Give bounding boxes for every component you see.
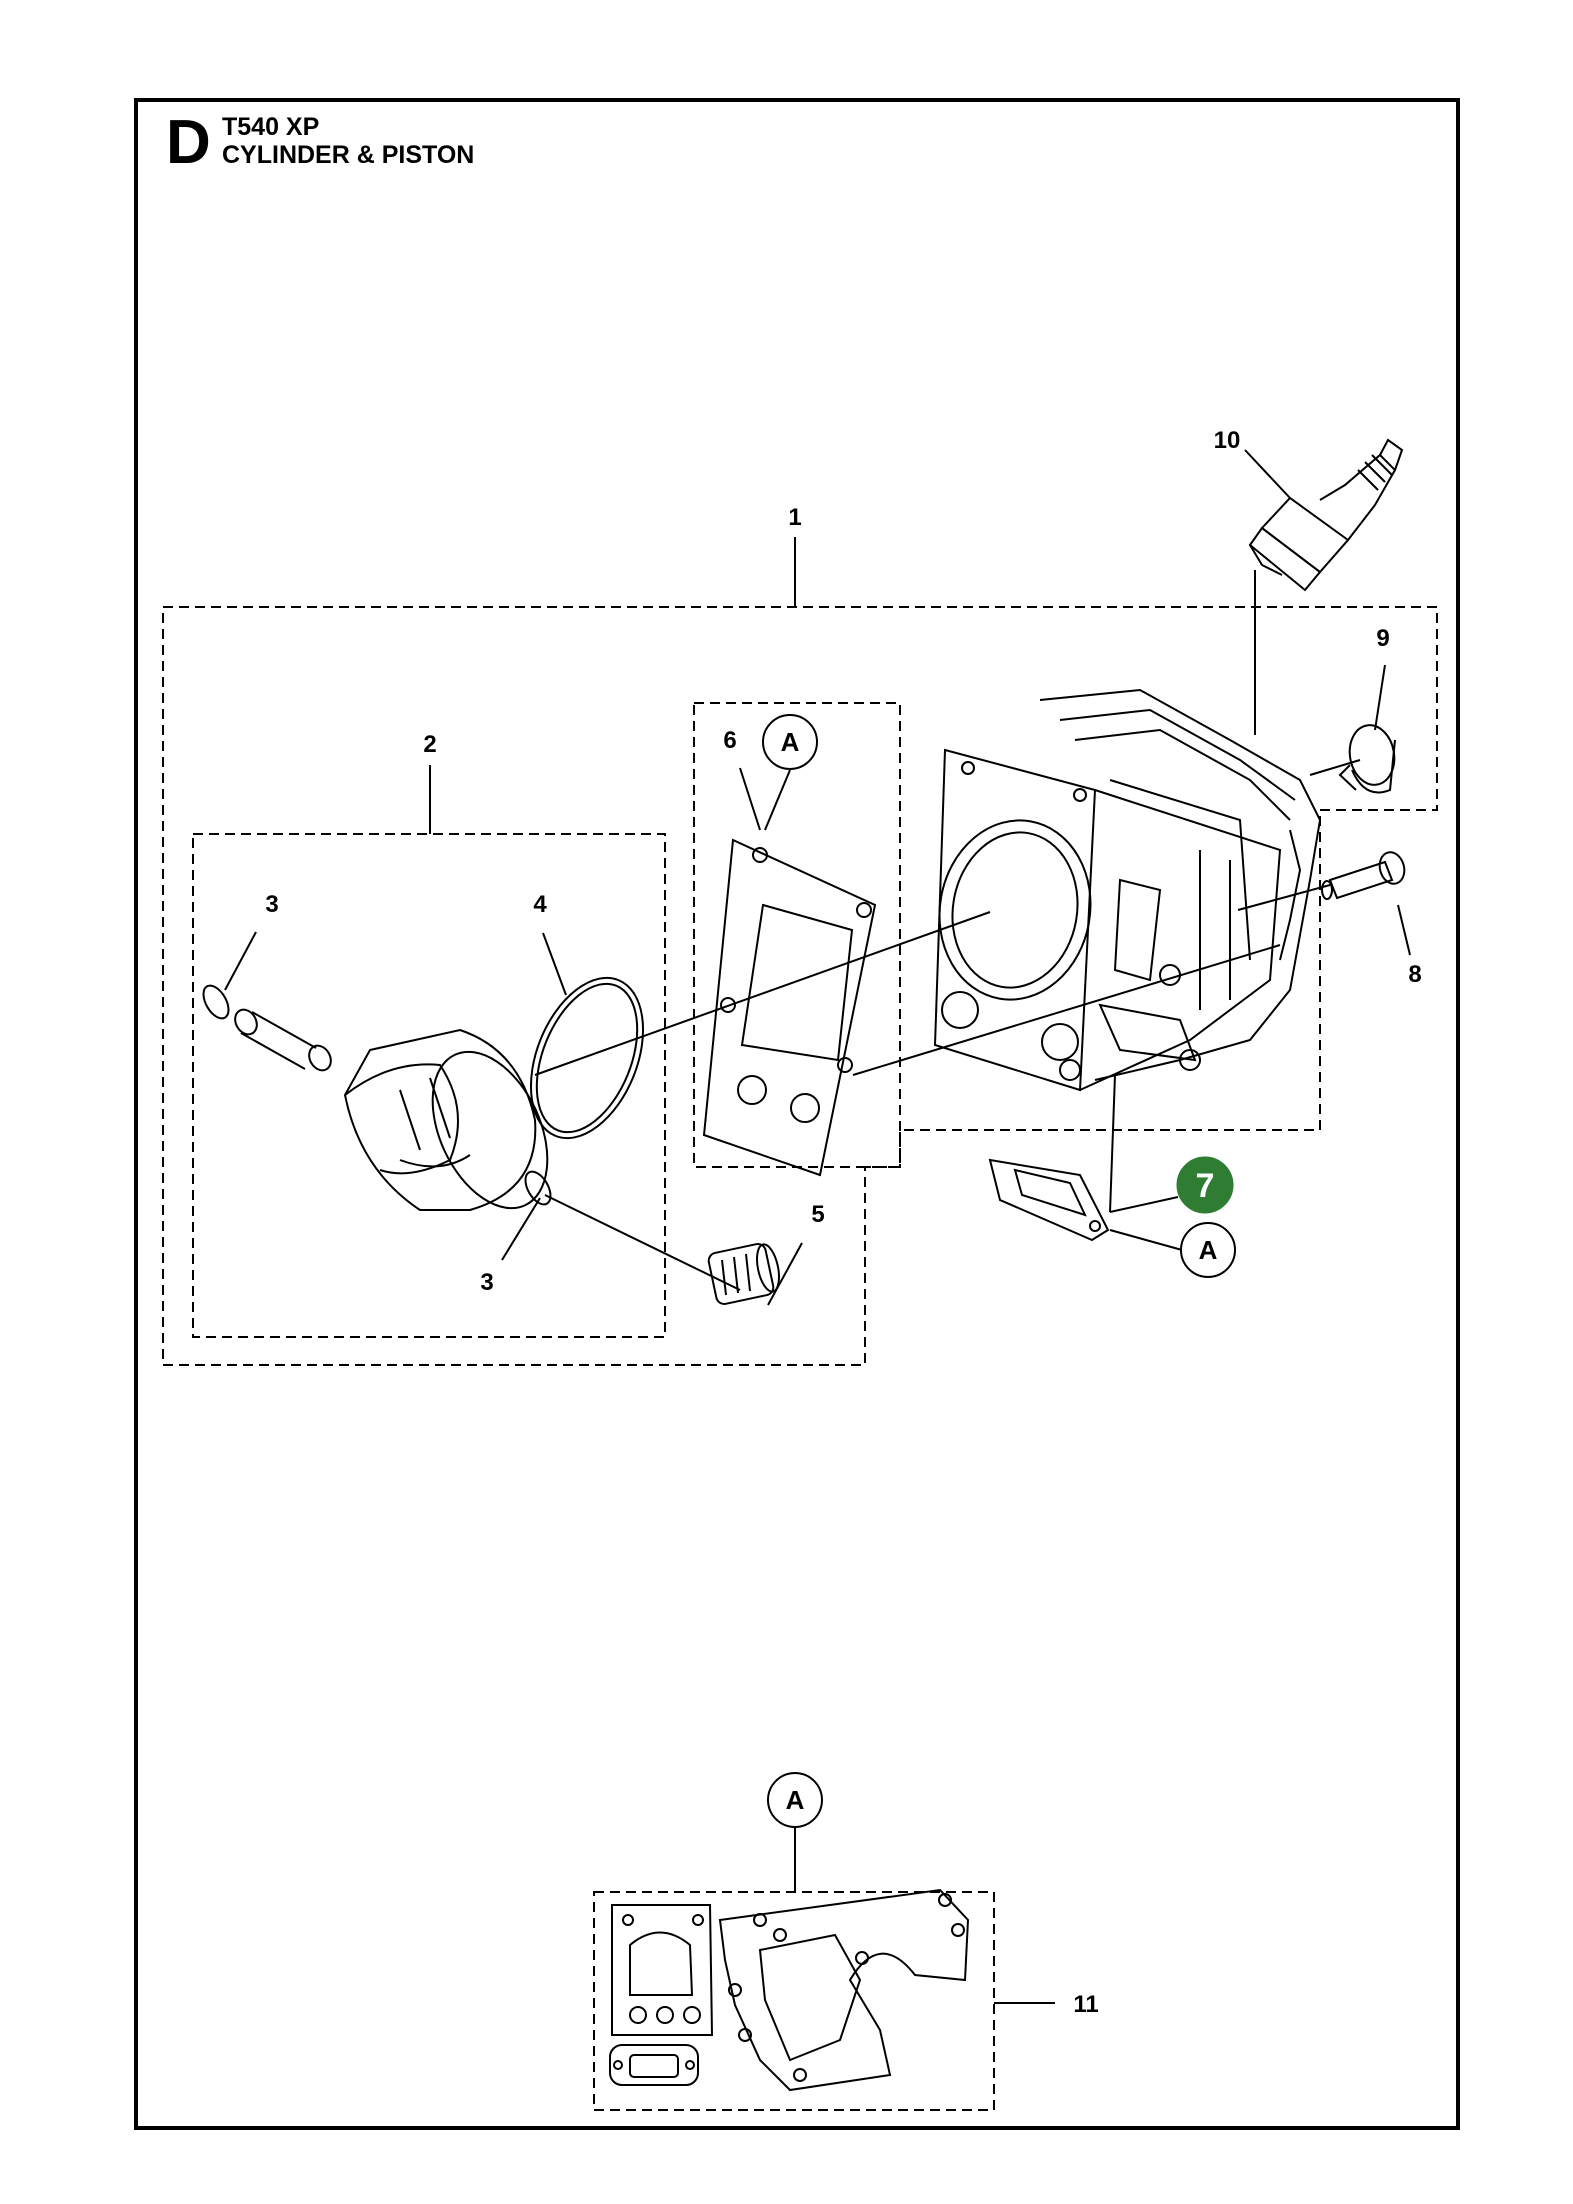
cylinder <box>933 688 1322 1092</box>
leader-6 <box>739 767 761 831</box>
piston-ring <box>529 976 645 1140</box>
callout-5: 5 <box>811 1201 824 1228</box>
leader-6A <box>764 769 791 831</box>
leader-8 <box>1397 904 1411 956</box>
piston-ring-inner <box>535 982 639 1134</box>
piston <box>343 1028 549 1211</box>
axis-bolt <box>1237 884 1331 911</box>
model-name: T540 XP <box>222 113 320 141</box>
svg-text:A: A <box>786 1785 805 1815</box>
circlip-left <box>202 984 230 1020</box>
svg-text:A: A <box>781 727 800 757</box>
leader-5 <box>767 1242 803 1306</box>
axis-bearing <box>544 1194 741 1291</box>
svg-text:A: A <box>1199 1235 1218 1265</box>
callout-9: 9 <box>1376 625 1389 652</box>
drawing-frame <box>134 98 1460 2130</box>
section-letter: D <box>166 108 211 177</box>
cylinder-bolt <box>1321 851 1406 900</box>
muffler-gasket <box>988 1158 1110 1242</box>
callout-11: 11 <box>1073 1991 1098 2018</box>
leader-3a <box>224 931 257 991</box>
leader-4 <box>542 932 567 996</box>
callout-10: 10 <box>1214 427 1241 454</box>
ref-marker-A-top: A <box>762 714 818 770</box>
leader-7A <box>1109 1229 1183 1251</box>
callout-2: 2 <box>423 731 436 758</box>
gasket-kit <box>609 1888 970 2092</box>
callout-1: 1 <box>788 504 801 531</box>
axis-rings <box>852 944 1281 1076</box>
spark-plug <box>1248 438 1404 592</box>
group-box-2 <box>192 833 666 1338</box>
leader-7 <box>1109 1196 1179 1213</box>
callout-8: 8 <box>1408 961 1421 988</box>
group-box-1 <box>162 606 1438 1366</box>
needle-bearing <box>707 1243 780 1305</box>
svg-text:7: 7 <box>1196 1167 1215 1205</box>
axis-piston <box>534 911 991 1076</box>
cylinder-base-gasket <box>702 838 877 1177</box>
callout-4: 4 <box>533 891 547 918</box>
page-title: CYLINDER & PISTON <box>222 141 475 169</box>
callout-3a: 3 <box>265 891 278 918</box>
ref-marker-A-right: A <box>1180 1222 1236 1278</box>
leader-3b <box>501 1197 541 1261</box>
callout-7-highlight[interactable]: 7 <box>1176 1156 1234 1214</box>
ref-marker-A-bottom: A <box>767 1772 823 1828</box>
piston-pin <box>234 1008 332 1072</box>
group-box-6 <box>693 702 901 1168</box>
leader-10 <box>1244 449 1291 499</box>
callout-6: 6 <box>723 727 736 754</box>
leader-9 <box>1374 664 1386 731</box>
circlip-right <box>524 1170 552 1206</box>
decompression-valve <box>1338 724 1396 794</box>
leader-cylinder-gasket <box>1109 1074 1116 1213</box>
callout-3b: 3 <box>480 1269 493 1296</box>
